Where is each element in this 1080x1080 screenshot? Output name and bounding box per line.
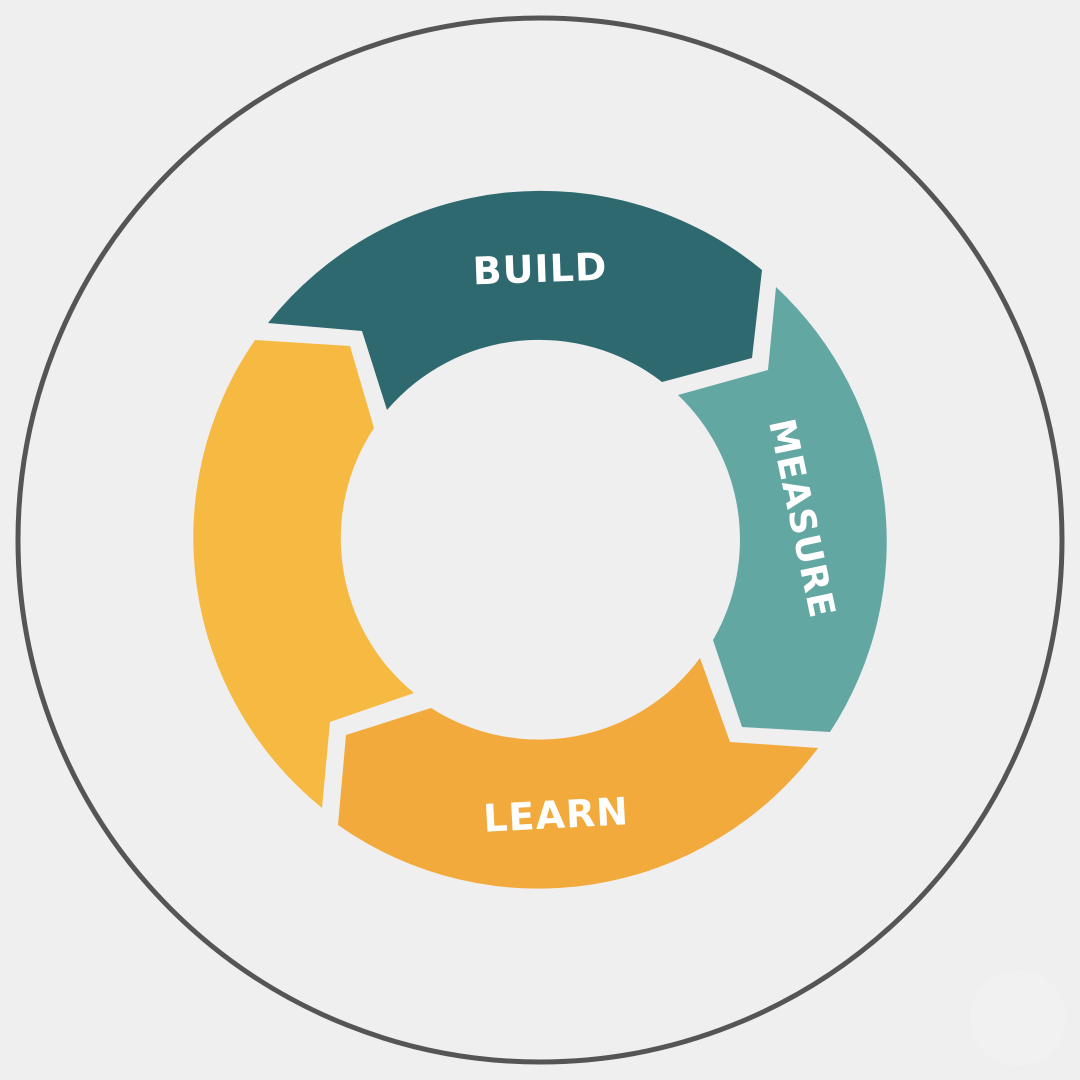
label-learn: LEARN bbox=[482, 789, 630, 841]
outer-ring bbox=[15, 15, 1065, 1065]
segment-measure bbox=[678, 287, 887, 732]
segment-learn bbox=[338, 658, 818, 889]
label-build: BUILD bbox=[472, 245, 608, 294]
segment-build bbox=[268, 190, 762, 410]
segment-left-unlabeled bbox=[193, 340, 414, 808]
corner-watermark bbox=[970, 970, 1066, 1066]
